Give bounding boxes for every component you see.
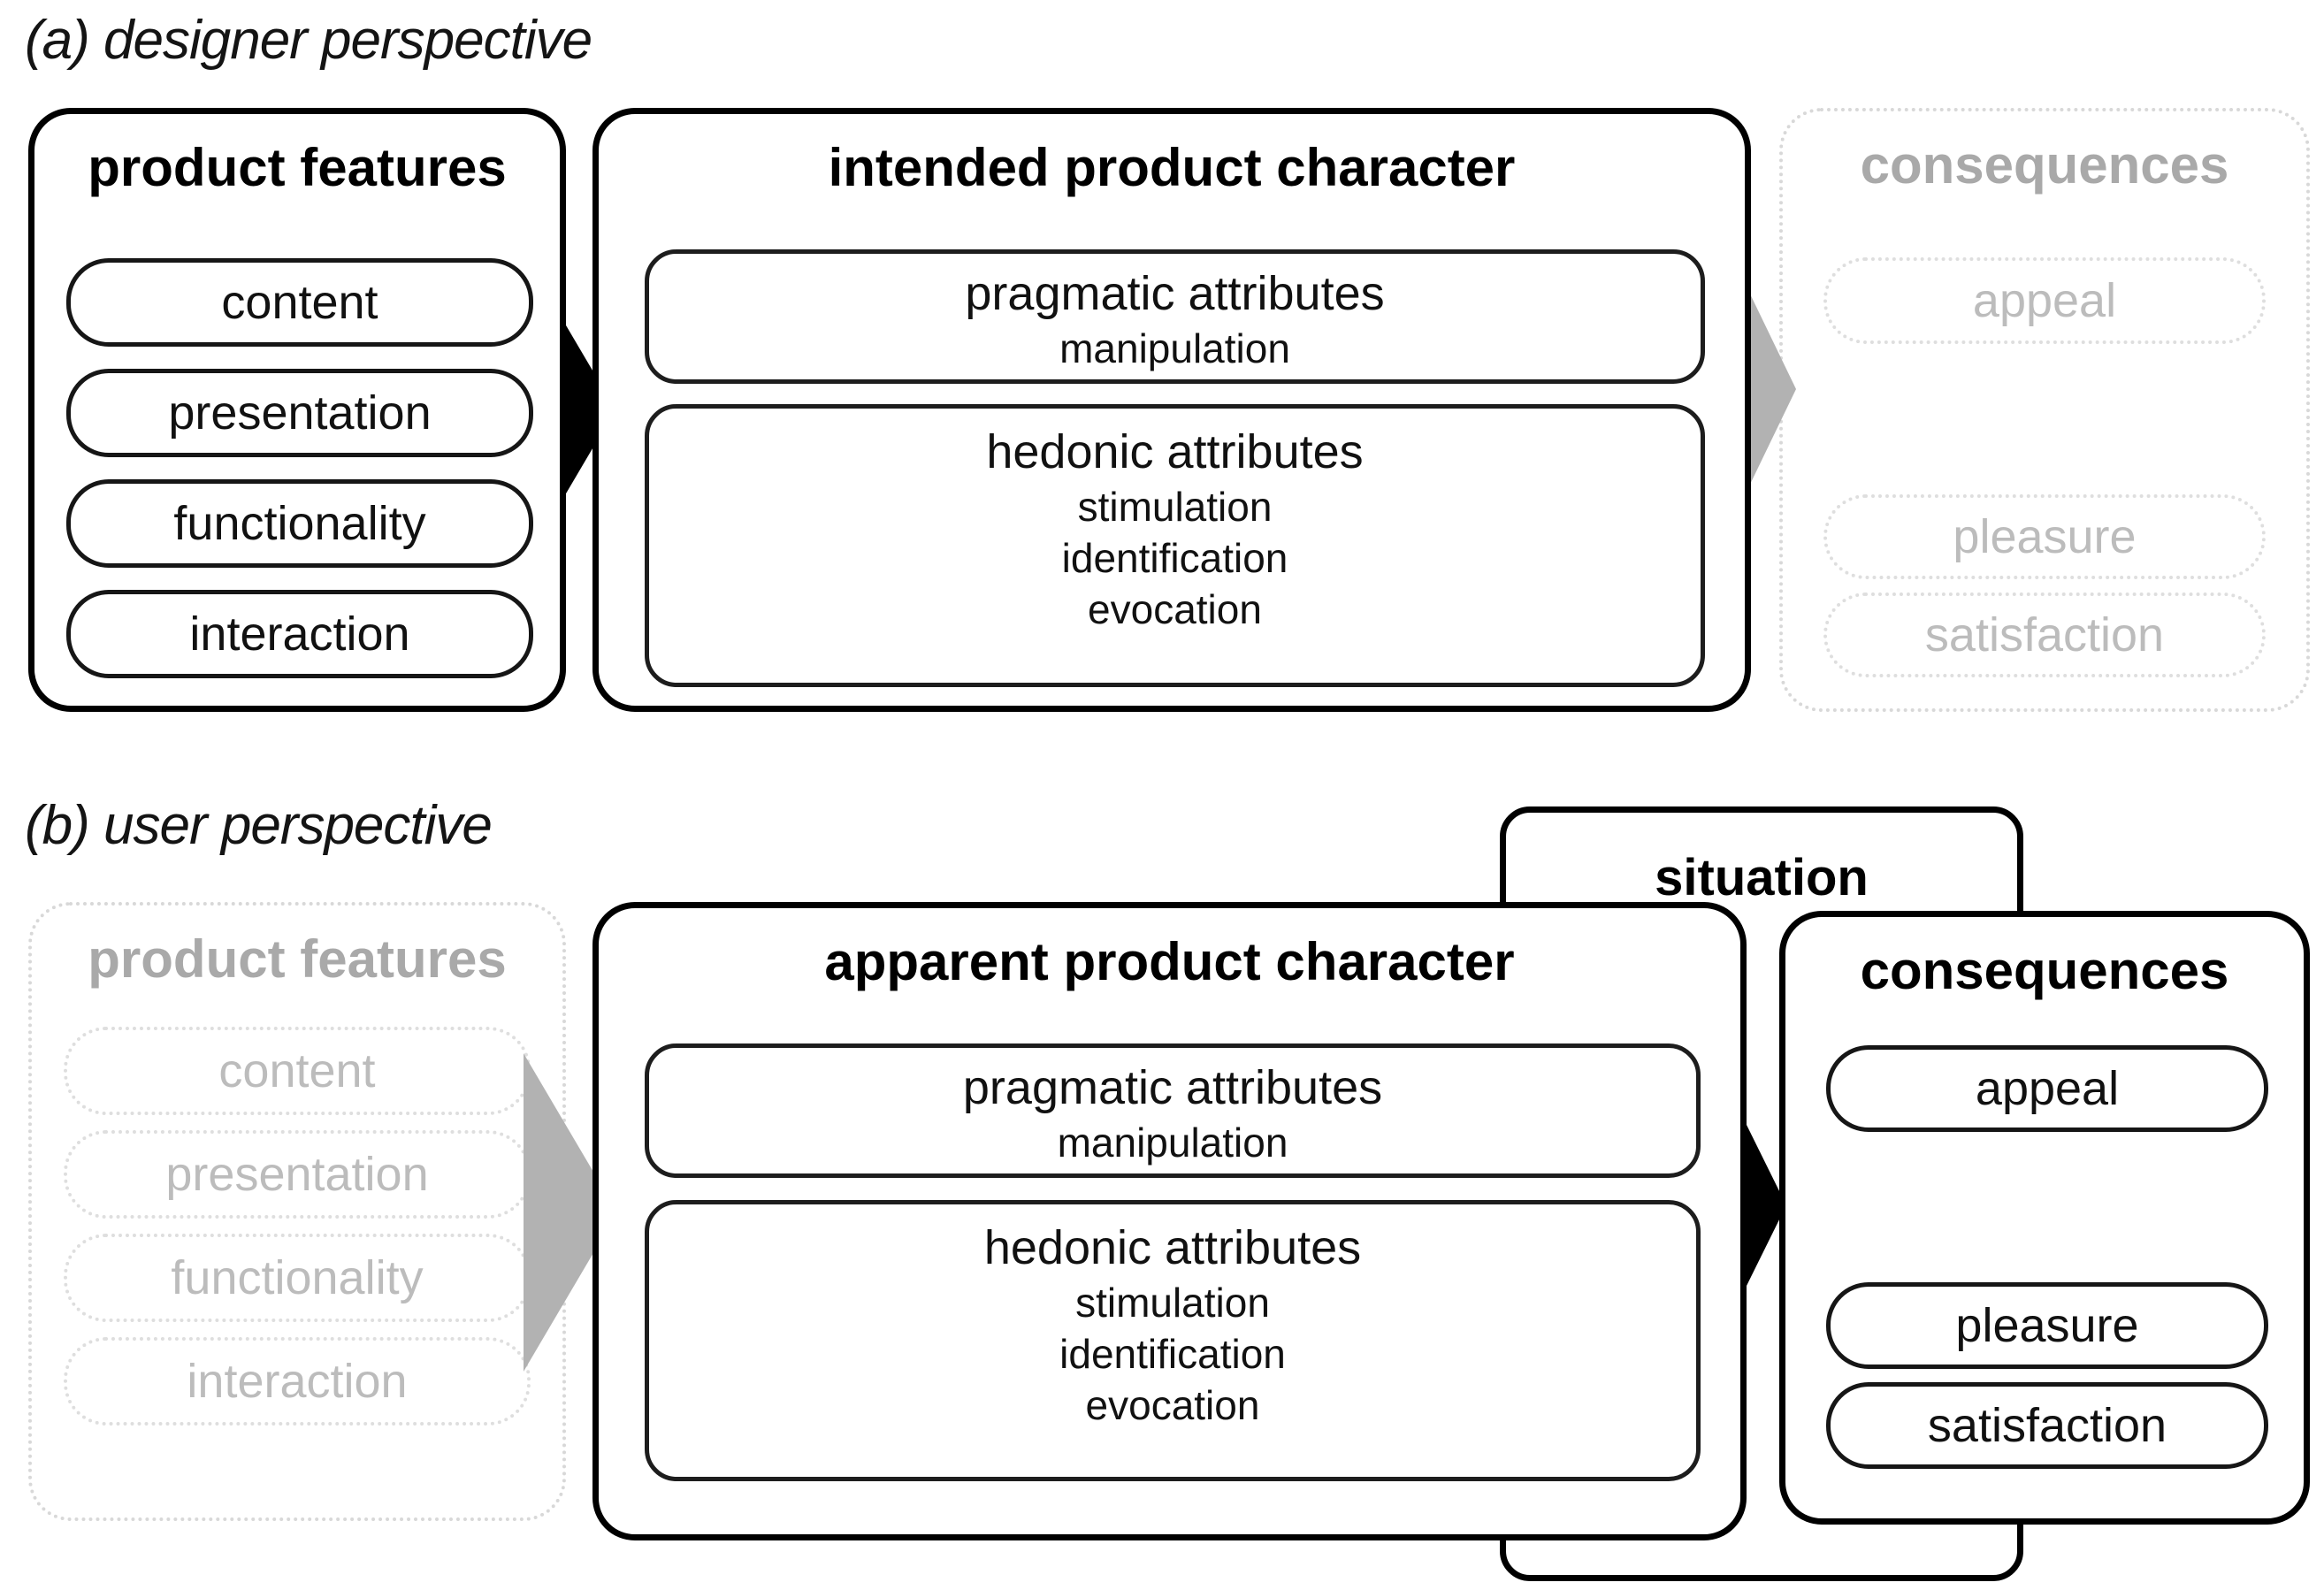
consequence-pill-satisfaction-a: satisfaction <box>1823 592 2266 677</box>
intended-character-header: intended product character <box>828 138 1516 197</box>
hedonic-line-evocation-a: evocation <box>1088 586 1262 632</box>
section-b-title: (b) user perspective <box>25 795 493 856</box>
pragmatic-line-manipulation-b: manipulation <box>1057 1120 1288 1166</box>
pragmatic-attributes-box-a: pragmatic attributes manipulation <box>645 249 1705 384</box>
hedonic-line-evocation-b: evocation <box>1085 1382 1260 1428</box>
consequences-box-a: consequences appeal pleasure satisfactio… <box>1779 108 2310 712</box>
pragmatic-line-manipulation-a: manipulation <box>1059 325 1290 371</box>
feature-pill-content-a: content <box>66 258 533 347</box>
product-features-header-a: product features <box>88 138 507 197</box>
apparent-character-header: apparent product character <box>824 932 1515 991</box>
pragmatic-title-b: pragmatic attributes <box>962 1061 1383 1114</box>
hedonic-line-identification-a: identification <box>1061 535 1288 581</box>
consequence-pill-pleasure-a: pleasure <box>1823 494 2266 579</box>
apparent-character-box: apparent product character pragmatic att… <box>592 902 1747 1540</box>
hedonic-line-stimulation-b: stimulation <box>1075 1280 1270 1326</box>
feature-pill-presentation-b: presentation <box>64 1130 531 1219</box>
feature-pill-content-b: content <box>64 1027 531 1115</box>
pragmatic-attributes-box-b: pragmatic attributes manipulation <box>645 1043 1701 1178</box>
feature-pill-interaction-a: interaction <box>66 590 533 678</box>
consequence-pill-appeal-a: appeal <box>1823 257 2266 344</box>
hedonic-title-a: hedonic attributes <box>986 425 1364 478</box>
consequences-header-b: consequences <box>1860 941 2229 1000</box>
product-features-box-a: product features content presentation fu… <box>28 108 566 712</box>
intended-character-box: intended product character pragmatic att… <box>592 108 1751 712</box>
consequences-header-a: consequences <box>1860 135 2229 195</box>
consequence-pill-satisfaction-b: satisfaction <box>1826 1382 2268 1469</box>
feature-pill-functionality-b: functionality <box>64 1234 531 1322</box>
situation-header: situation <box>1655 849 1869 906</box>
consequence-pill-appeal-b: appeal <box>1826 1045 2268 1132</box>
feature-pill-presentation-a: presentation <box>66 369 533 457</box>
feature-pill-functionality-a: functionality <box>66 479 533 568</box>
hedonic-attributes-box-b: hedonic attributes stimulation identific… <box>645 1200 1701 1481</box>
section-a-title: (a) designer perspective <box>25 10 592 71</box>
hedonic-attributes-box-a: hedonic attributes stimulation identific… <box>645 404 1705 687</box>
pragmatic-title-a: pragmatic attributes <box>965 267 1385 320</box>
consequence-pill-pleasure-b: pleasure <box>1826 1282 2268 1369</box>
feature-pill-interaction-b: interaction <box>64 1337 531 1426</box>
hedonic-title-b: hedonic attributes <box>983 1221 1362 1274</box>
product-features-header-b: product features <box>88 929 507 989</box>
consequences-box-b: consequences appeal pleasure satisfactio… <box>1779 911 2310 1525</box>
hedonic-line-stimulation-a: stimulation <box>1077 484 1273 530</box>
hedonic-line-identification-b: identification <box>1059 1331 1286 1377</box>
product-features-box-b: product features content presentation fu… <box>28 902 566 1521</box>
